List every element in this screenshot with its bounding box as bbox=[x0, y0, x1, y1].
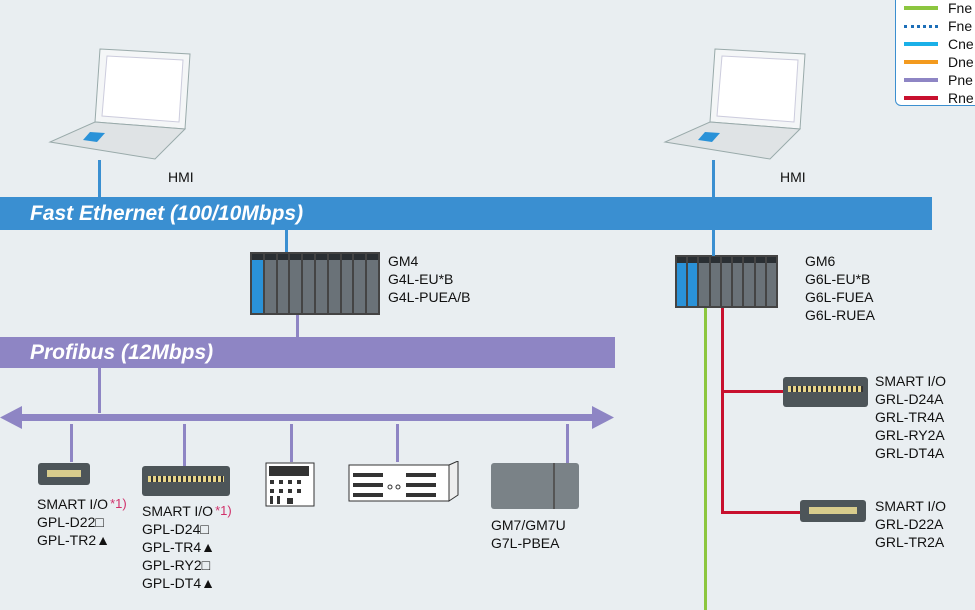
legend-label: Cne bbox=[948, 36, 974, 52]
legend-item: Cne bbox=[896, 35, 975, 53]
profibus-bus: Profibus (12Mbps) bbox=[0, 337, 615, 368]
smart-io-module bbox=[142, 466, 230, 496]
smart-io-module bbox=[783, 377, 868, 407]
legend-label: Rne bbox=[948, 90, 974, 106]
ethernet-drop bbox=[285, 229, 288, 253]
profibus-drop bbox=[296, 315, 299, 339]
legend-swatch bbox=[904, 78, 938, 82]
legend-label: Dne bbox=[948, 54, 974, 70]
legend: Fne Fne Cne Dne Pne Rne bbox=[895, 0, 975, 106]
laptop-icon bbox=[663, 48, 806, 160]
fnet-line bbox=[704, 308, 707, 610]
profibus-drop bbox=[396, 424, 399, 462]
ethernet-drop bbox=[98, 160, 101, 198]
profibus-drop bbox=[70, 424, 73, 462]
hmi-left-label: HMI bbox=[168, 169, 194, 185]
smart-io-gpl-d24-label: SMART I/O*1) GPL-D24□GPL-TR4▲GPL-RY2□GPL… bbox=[142, 503, 232, 591]
legend-swatch bbox=[904, 24, 938, 28]
profibus-drop bbox=[98, 368, 101, 413]
smart-io-module bbox=[800, 500, 866, 522]
hmi-right-label: HMI bbox=[780, 169, 806, 185]
ethernet-drop bbox=[712, 229, 715, 256]
smart-io-module bbox=[38, 463, 90, 485]
legend-item: Fne bbox=[896, 0, 975, 17]
profibus-drop bbox=[183, 424, 186, 466]
legend-swatch bbox=[904, 6, 938, 10]
laptop-icon bbox=[48, 48, 191, 160]
legend-item: Fne bbox=[896, 17, 975, 35]
ethernet-bus: Fast Ethernet (100/10Mbps) bbox=[0, 197, 932, 230]
legend-item: Rne bbox=[896, 89, 975, 107]
gm7-plc bbox=[491, 463, 579, 509]
legend-label: Fne bbox=[948, 0, 973, 16]
rnet-line bbox=[721, 308, 724, 514]
profibus-drop bbox=[566, 424, 569, 464]
ethernet-drop bbox=[712, 160, 715, 198]
legend-swatch bbox=[904, 96, 938, 100]
smart-io-gpl-d22-label: SMART I/O*1) GPL-D22□GPL-TR2▲ bbox=[37, 496, 127, 548]
gm6-plc-rack bbox=[675, 255, 778, 308]
rnet-branch bbox=[721, 511, 801, 514]
legend-item: Pne bbox=[896, 71, 975, 89]
gm4-plc-rack bbox=[250, 252, 380, 315]
profibus-drop bbox=[290, 424, 293, 462]
legend-swatch bbox=[904, 42, 938, 46]
rnet-branch bbox=[721, 390, 785, 393]
profibus-double-arrow bbox=[0, 406, 614, 429]
legend-swatch bbox=[904, 60, 938, 64]
hmi-panel-icon bbox=[265, 462, 315, 507]
legend-item: Dne bbox=[896, 53, 975, 71]
legend-label: Fne bbox=[948, 18, 973, 34]
remote-io-module-icon bbox=[348, 461, 459, 502]
legend-label: Pne bbox=[948, 72, 973, 88]
